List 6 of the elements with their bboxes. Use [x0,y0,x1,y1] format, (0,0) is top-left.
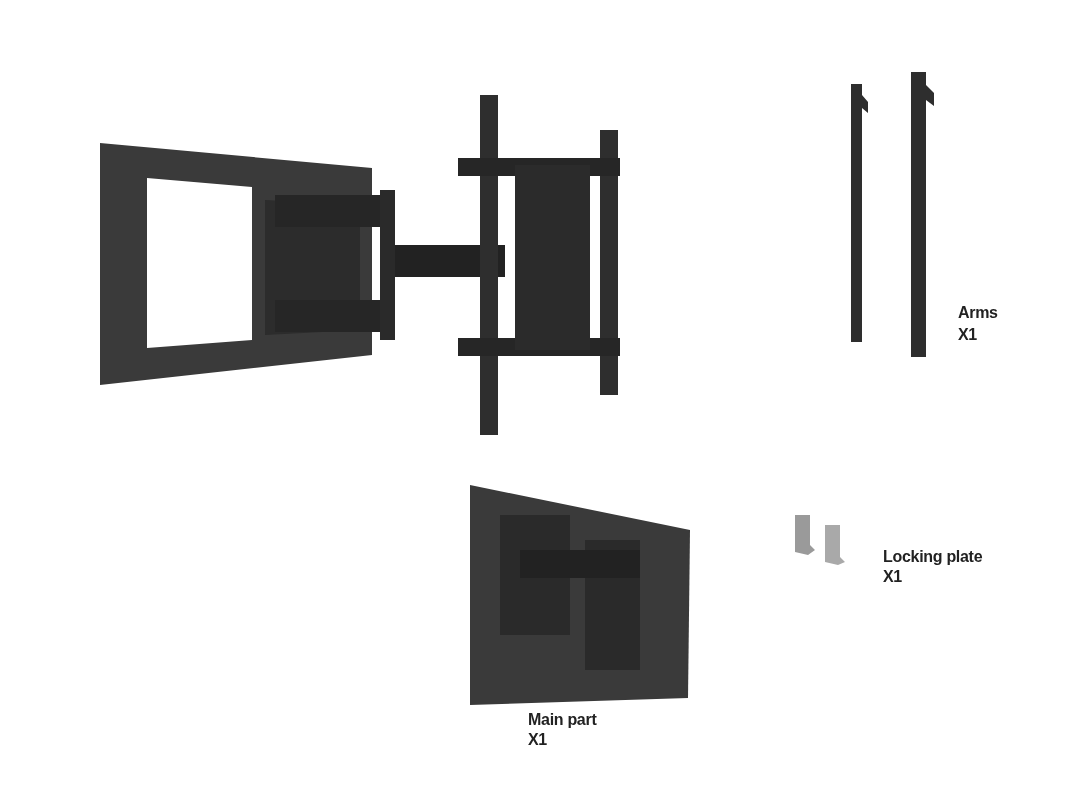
part-name: Main part [528,710,597,730]
quantity: X1 [883,567,902,587]
quantity: X1 [528,730,547,750]
part-name: Arms [958,303,998,323]
part-name: Locking plate [883,547,983,567]
quantity: X1 [958,325,977,345]
